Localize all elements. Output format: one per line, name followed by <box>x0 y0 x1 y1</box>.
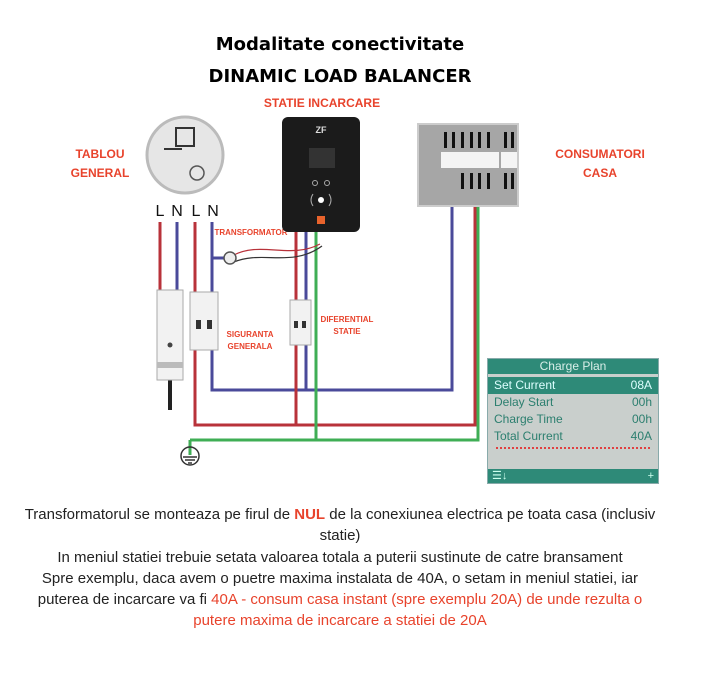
label-line: GENERAL <box>70 166 130 180</box>
note-2: In meniul statiei trebuie setata valoare… <box>57 548 623 566</box>
wire-label-l: L <box>156 203 165 220</box>
note-text: de la conexiunea electrica pe toata casa… <box>319 506 656 545</box>
wire-label-l: L <box>192 203 201 220</box>
note-highlight: 40A - consum casa instant (spre exemplu … <box>193 591 643 630</box>
charge-plan-row: Charge Time 00h <box>488 411 658 428</box>
row-value: 00h <box>631 412 652 426</box>
charge-plan-footer: ☰↓ + <box>488 469 658 483</box>
electric-meter <box>145 115 225 195</box>
meter-module <box>156 289 184 381</box>
current-transformer <box>223 251 237 265</box>
charge-plan-screen: Charge Plan Set Current 08A Delay Start 00… <box>487 358 659 484</box>
row-label: Delay Start <box>494 395 554 409</box>
wire-label-n: N <box>171 203 183 220</box>
note-text: Spre exemplu, daca avem o puetre maxima … <box>37 569 639 609</box>
row-value: 08A <box>630 378 652 392</box>
label-transformator: TRANSFORMATOR <box>214 228 288 237</box>
wiring-diagram: L N L N ZF <box>145 115 519 466</box>
label-diferential-statie: DIFERENTIAL STATIE <box>312 314 382 338</box>
label-tablou-general: TABLOU GENERAL <box>50 145 150 183</box>
label-line: CONSUMATORI <box>555 147 645 161</box>
label-statie-incarcare: STATIE INCARCARE <box>263 96 381 110</box>
note-text: Transformatorul se monteaza pe firul de <box>24 506 295 523</box>
label-line: CASA <box>582 166 617 180</box>
row-label: Set Current <box>494 378 556 392</box>
charge-plan-row: Total Current 40A <box>488 428 658 445</box>
divider <box>496 447 650 449</box>
label-line: SIGURANTA <box>226 330 274 339</box>
note-highlight: NUL <box>294 506 326 523</box>
menu-down-icon: ☰↓ <box>492 470 508 482</box>
main-breaker <box>189 291 219 351</box>
charger-brand: ZF <box>316 125 327 135</box>
note-1: Transformatorul se monteaza pe firul de … <box>20 504 660 547</box>
charge-plan-row: Delay Start 00h <box>488 394 658 411</box>
consumer-panel <box>417 123 519 207</box>
label-siguranta-generala: SIGURANTA GENERALA <box>215 329 285 353</box>
title-line2: DINAMIC LOAD BALANCER <box>208 66 472 87</box>
label-consumatori-casa: CONSUMATORI CASA <box>540 145 660 183</box>
row-label: Charge Time <box>494 412 563 426</box>
charge-plan-row: Set Current 08A <box>488 377 658 394</box>
station-differential <box>289 299 312 346</box>
row-value: 00h <box>631 395 652 409</box>
row-label: Total Current <box>494 429 563 443</box>
label-line: STATIE <box>333 327 361 336</box>
note-3: Spre exemplu, daca avem o puetre maxima … <box>20 568 660 632</box>
label-line: DIFERENTIAL <box>320 315 374 324</box>
row-value: 40A <box>630 429 652 443</box>
charge-plan-title: Charge Plan <box>488 359 658 374</box>
label-line: GENERALA <box>227 342 273 351</box>
label-line: TABLOU <box>75 147 125 161</box>
ground-icon <box>180 446 200 466</box>
plus-icon: + <box>647 470 654 482</box>
notes: Transformatorul se monteaza pe firul de … <box>20 504 660 632</box>
title-line1: Modalitate conectivitate <box>215 34 465 55</box>
charging-station: ZF <box>282 117 360 232</box>
wire-label-n: N <box>207 203 219 220</box>
